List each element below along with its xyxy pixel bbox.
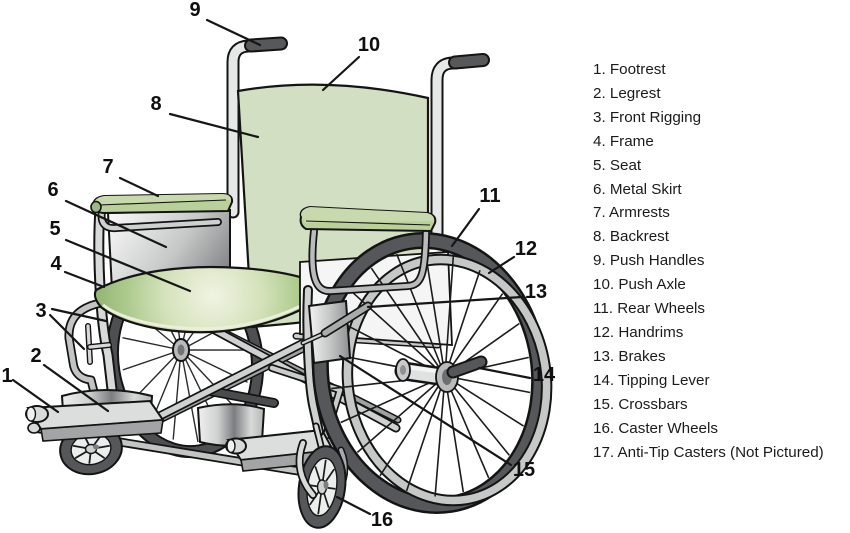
legend-item-push-axle: 10. Push Axle [593,276,686,294]
legend-item-rear-wheels: 11. Rear Wheels [593,300,705,318]
legend-item-anti-tip-casters: 17. Anti-Tip Casters (Not Pictured) [593,443,824,461]
legend-item-front-rigging: 3. Front Rigging [593,108,702,126]
legend-item-armrests: 7. Armrests [593,204,670,222]
parts-legend: 1. Footrest 2. Legrest 3. Front Rigging … [593,58,849,464]
legend-item-brakes: 13. Brakes [593,347,666,365]
callout-6: 6 [47,179,58,201]
callout-5: 5 [49,218,60,240]
armrest-left [90,192,234,233]
callout-8: 8 [150,93,161,115]
legend-item-frame: 4. Frame [593,132,654,150]
callout-7: 7 [102,156,113,178]
callout-leaders [11,18,532,516]
callout-numbers: 1 2 3 4 5 6 7 8 9 10 11 12 13 14 15 16 [1,0,556,531]
callout-14: 14 [533,364,556,386]
legend-item-metal-skirt: 6. Metal Skirt [593,180,682,198]
legend-item-footrest: 1. Footrest [593,61,666,78]
far-wheel-hub-cap [177,344,185,356]
legend-item-legrest: 2. Legrest [593,84,661,102]
legend-item-seat: 5. Seat [593,156,642,174]
armrest-right [299,205,437,295]
legend-item-handrims: 12. Handrims [593,323,684,341]
callout-11: 11 [479,185,500,207]
legend-item-push-handles: 9. Push Handles [593,252,705,270]
callout-13: 13 [525,281,547,303]
callout-4: 4 [50,253,62,275]
legend-item-caster-wheels: 16. Caster Wheels [593,419,718,437]
callout-16: 16 [371,509,393,531]
seat [93,265,315,334]
legend-item-crossbars: 15. Crossbars [593,395,688,413]
callout-10: 10 [358,34,380,56]
caster-wheel-front [295,422,349,529]
push-handle-tubes [226,36,490,244]
frame-front-post-right [302,285,324,437]
legend-item-backrest: 8. Backrest [593,228,669,246]
push-axle [394,355,488,393]
callout-9: 9 [189,0,200,21]
callout-1: 1 [1,365,12,387]
callout-15: 15 [513,459,535,481]
callout-3: 3 [35,300,46,322]
front-rigging [64,297,112,401]
callout-2: 2 [30,345,41,367]
callout-12: 12 [515,238,537,260]
legend-item-tipping-lever: 14. Tipping Lever [593,371,710,389]
brake [300,299,373,365]
